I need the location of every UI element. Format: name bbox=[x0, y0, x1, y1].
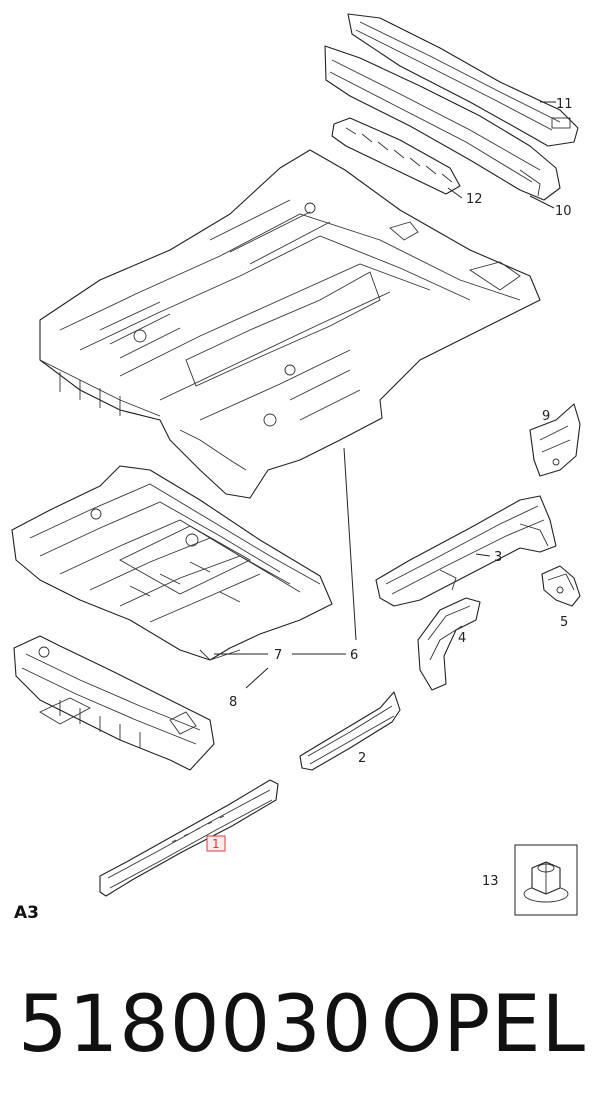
parts-diagram: 11 10 12 9 3 5 4 6 7 8 2 13 1 A3 bbox=[11, 13, 581, 923]
callout-8: 8 bbox=[229, 695, 237, 710]
leader-3 bbox=[475, 553, 491, 557]
part-4-reinforcement bbox=[417, 597, 481, 691]
callout-10: 10 bbox=[555, 204, 572, 219]
part-8-rear-crossmember bbox=[13, 635, 215, 771]
part-12-reinforcement bbox=[331, 117, 461, 195]
callout-4: 4 bbox=[458, 631, 466, 646]
callout-1: 1 bbox=[212, 837, 220, 851]
callout-7: 7 bbox=[274, 648, 282, 663]
leader-8 bbox=[245, 667, 269, 689]
callout-1-highlighted: 1 bbox=[206, 835, 226, 852]
section-code: A3 bbox=[14, 903, 39, 923]
part-2-sill-extension bbox=[299, 691, 401, 771]
part-number: 5180030 bbox=[18, 980, 373, 1070]
callout-3: 3 bbox=[494, 550, 502, 565]
callout-11: 11 bbox=[556, 97, 573, 112]
leader-12 bbox=[447, 187, 463, 199]
leader-10 bbox=[529, 195, 555, 209]
part-11-cross-rail bbox=[347, 13, 579, 147]
callout-13: 13 bbox=[482, 874, 499, 889]
callout-5: 5 bbox=[560, 615, 568, 630]
part-13-flange-nut bbox=[514, 844, 578, 916]
callout-6: 6 bbox=[350, 648, 358, 663]
callout-labels: 11 10 12 9 3 5 4 6 7 8 2 13 1 bbox=[206, 97, 573, 889]
leader-lines bbox=[214, 101, 556, 689]
callout-9: 9 bbox=[542, 409, 550, 424]
part-1-rocker-rail bbox=[99, 779, 279, 897]
part-5-small-bracket bbox=[541, 565, 581, 607]
footer: 5180030 OPEL bbox=[0, 975, 600, 1085]
part-6-floor-assembly bbox=[39, 149, 541, 499]
callout-12: 12 bbox=[466, 192, 483, 207]
part-7-rear-floor-panel bbox=[11, 465, 333, 661]
part-9-bracket bbox=[529, 403, 581, 477]
callout-1-highlight-box bbox=[206, 835, 226, 852]
part-10-cross-member bbox=[324, 45, 561, 201]
brand-name: OPEL bbox=[380, 980, 586, 1070]
part-3-side-rail bbox=[375, 495, 557, 607]
callout-2: 2 bbox=[358, 751, 366, 766]
leader-6 bbox=[343, 447, 357, 641]
